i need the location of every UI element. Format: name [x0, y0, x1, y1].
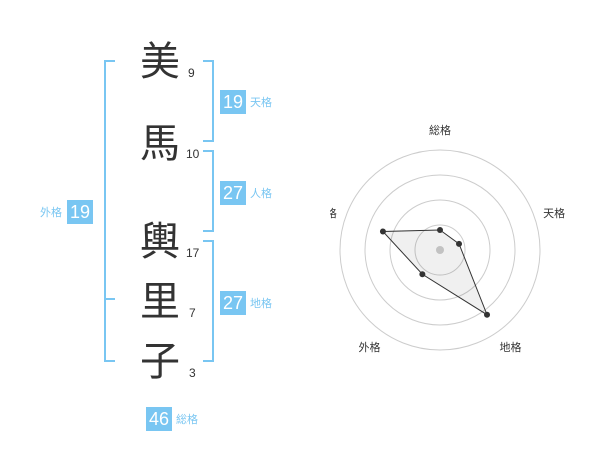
stroke-count-1: 9: [188, 66, 195, 80]
radar-ring-2: [389, 199, 491, 301]
tenkaku-bracket: [203, 60, 214, 142]
stroke-count-3: 17: [186, 246, 200, 260]
radar-point-5: [379, 228, 386, 235]
gaikaku-bracket: [104, 60, 115, 362]
radar-axis-label-2: 天格: [543, 206, 565, 220]
radar-point-2: [456, 240, 463, 247]
radar-ring-3: [364, 174, 516, 326]
radar-axis-label-1: 総格: [429, 123, 451, 137]
radar-ring-4: [339, 149, 541, 351]
radar-point-1: [437, 227, 443, 233]
jinkaku-value: 27: [220, 181, 247, 205]
tenkaku-label: 天格: [250, 96, 273, 109]
tenkaku-value: 19: [220, 90, 247, 114]
name-char-4: 里: [140, 279, 180, 325]
tenkaku-score: 19 天格: [220, 90, 272, 114]
name-char-1: 美: [140, 39, 180, 85]
soukaku-label: 総格: [176, 413, 199, 426]
soukaku-value: 46: [146, 407, 173, 431]
soukaku-score: 46 総格: [146, 407, 198, 431]
radar-center-dot: [436, 246, 444, 254]
radar-axis-label-3: 地格: [500, 340, 522, 354]
jinkaku-bracket: [203, 150, 214, 232]
chikaku-score: 27 地格: [220, 291, 272, 315]
gaikaku-value: 19: [67, 200, 94, 224]
gaikaku-bracket-tick: [104, 298, 115, 300]
name-char-3: 輿: [140, 219, 180, 265]
gaikaku-score: 外格 19: [40, 200, 94, 224]
radar-ring-1: [414, 224, 466, 276]
radar-series-polygon: [381, 229, 489, 316]
stroke-count-5: 3: [189, 366, 196, 380]
radar-axis-label-4: 外格: [358, 340, 380, 354]
radar-point-3: [484, 311, 491, 318]
radar-axis-label-5: 人格: [330, 206, 337, 220]
name-char-2: 馬: [140, 121, 180, 167]
chikaku-value: 27: [220, 291, 247, 315]
jinkaku-label: 人格: [250, 187, 273, 200]
stroke-count-2: 10: [186, 147, 200, 161]
chikaku-label: 地格: [250, 297, 273, 310]
jinkaku-score: 27 人格: [220, 181, 272, 205]
chikaku-bracket: [203, 240, 214, 362]
name-char-5: 子: [140, 339, 180, 385]
radar-point-4: [419, 271, 426, 278]
gaikaku-label: 外格: [40, 206, 62, 219]
stroke-count-4: 7: [189, 306, 196, 320]
